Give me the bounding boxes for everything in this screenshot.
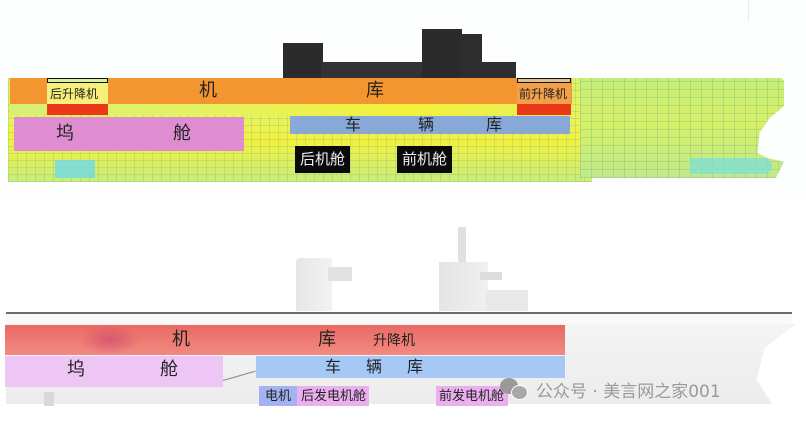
aft-island-render bbox=[296, 258, 332, 311]
generator-label: 电机 bbox=[265, 389, 292, 404]
forward-elevator-label: 前升降机 bbox=[519, 87, 568, 101]
forward-island-step-render bbox=[486, 290, 528, 311]
aft-engine-room-label: 后机舱 bbox=[295, 146, 351, 173]
aft-island-bridge-render bbox=[328, 267, 352, 281]
forward-island-bridge-render bbox=[480, 272, 502, 280]
forward-island-lower bbox=[480, 62, 516, 78]
well-deck-label-right: 舱 bbox=[160, 359, 178, 380]
vehicle-deck-label-1: 车 bbox=[325, 357, 342, 376]
aft-elevator-platform bbox=[47, 104, 108, 115]
forward-elevator-region bbox=[517, 83, 571, 104]
island-connector-structure bbox=[321, 62, 425, 78]
flight-deck-edge bbox=[6, 312, 792, 314]
wechat-icon bbox=[500, 377, 530, 402]
forward-elevator-platform bbox=[517, 104, 571, 115]
forward-elevator-frame bbox=[517, 78, 571, 83]
divider-line bbox=[748, 0, 749, 22]
top-ship-profile-diagram: 后升降机 前升降机 机 库 坞 舱 车 辆 库 后机舱 前机舱 bbox=[0, 0, 806, 200]
watermark-text: 公众号 · 美言网之家001 bbox=[536, 382, 721, 402]
aft-generator-room-label: 后发电机舱 bbox=[301, 389, 367, 404]
well-deck-region bbox=[14, 117, 244, 151]
aft-island-structure bbox=[283, 43, 323, 78]
flight-deck bbox=[6, 314, 792, 324]
aft-generator-room-region bbox=[297, 386, 369, 406]
forward-generator-room-region bbox=[436, 386, 508, 406]
vehicle-deck-label-3: 库 bbox=[407, 357, 424, 376]
stern-region bbox=[55, 160, 95, 178]
vehicle-deck-label-3: 库 bbox=[486, 115, 503, 134]
hangar-label-left: 机 bbox=[199, 80, 217, 101]
hangar-smudge bbox=[80, 325, 140, 355]
elevator-label: 升降机 bbox=[373, 333, 415, 349]
watermark: 公众号 · 美言网之家001 bbox=[500, 377, 721, 402]
well-deck-region bbox=[5, 356, 223, 387]
well-deck-label-left: 坞 bbox=[56, 123, 74, 144]
hangar-label-left: 机 bbox=[172, 329, 190, 350]
vehicle-deck-label-2: 辆 bbox=[366, 357, 383, 376]
hangar-label-right: 库 bbox=[366, 80, 384, 101]
aft-elevator-frame bbox=[47, 78, 108, 83]
forward-island-render bbox=[439, 262, 488, 311]
vehicle-deck-label-1: 车 bbox=[345, 115, 362, 134]
generator-region bbox=[259, 386, 297, 406]
well-deck-label-right: 舱 bbox=[173, 123, 191, 144]
vehicle-deck-region bbox=[256, 356, 565, 378]
mast-render bbox=[458, 227, 466, 263]
aft-elevator-region bbox=[47, 83, 108, 104]
hangar-label-right: 库 bbox=[318, 329, 336, 350]
vehicle-deck-region bbox=[290, 116, 570, 134]
aft-elevator-label: 后升降机 bbox=[50, 87, 99, 101]
stern-support bbox=[44, 392, 54, 406]
hangar-floor-band bbox=[10, 104, 572, 115]
well-deck-label-left: 坞 bbox=[67, 359, 85, 380]
bulbous-bow bbox=[690, 158, 772, 174]
forward-island-structure bbox=[422, 29, 462, 78]
forward-engine-room-label: 前机舱 bbox=[397, 146, 453, 173]
vehicle-deck-label-2: 辆 bbox=[418, 115, 435, 134]
bottom-ship-render-diagram: 机 库 升降机 坞 舱 车 辆 库 电机 后发电机舱 前发电机舱 公众号 · 美… bbox=[0, 220, 806, 421]
forward-generator-room-label: 前发电机舱 bbox=[439, 389, 505, 404]
image-bottom-crop bbox=[0, 406, 806, 421]
forward-island-upper bbox=[460, 34, 482, 78]
